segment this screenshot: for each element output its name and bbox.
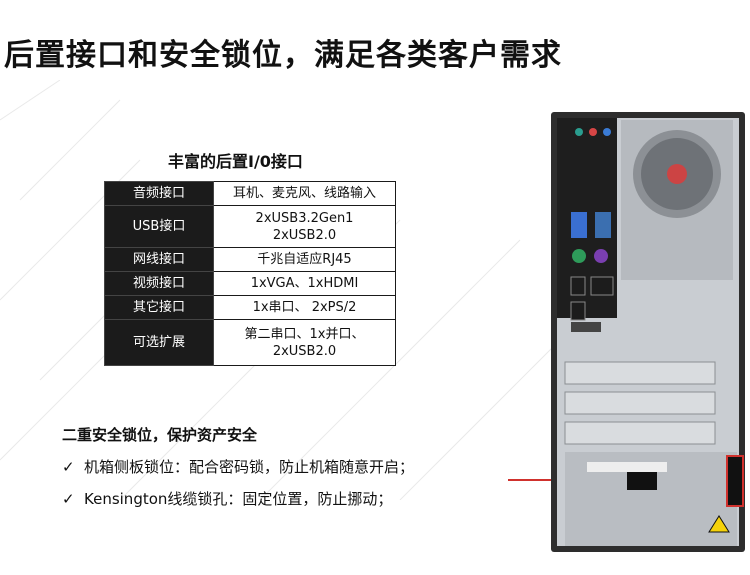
table-row: 其它接口 1x串口、 2xPS/2 xyxy=(104,295,396,320)
table-row: 音频接口 耳机、麦克风、线路输入 xyxy=(104,181,396,206)
row-value: 1xVGA、1xHDMI xyxy=(213,271,396,296)
pc-rear-panel-illustration xyxy=(551,112,745,552)
row-label: 音频接口 xyxy=(104,181,214,206)
row-label: 网线接口 xyxy=(104,247,214,272)
table-row: 视频接口 1xVGA、1xHDMI xyxy=(104,271,396,296)
table-row: 可选扩展 第二串口、1x并口、2xUSB2.0 xyxy=(104,319,396,366)
row-label: 其它接口 xyxy=(104,295,214,320)
row-value: 第二串口、1x并口、2xUSB2.0 xyxy=(213,319,396,366)
row-value: 1x串口、 2xPS/2 xyxy=(213,295,396,320)
row-value: 千兆自适应RJ45 xyxy=(213,247,396,272)
security-item-text: Kensington线缆锁孔：固定位置，防止挪动； xyxy=(84,490,393,508)
page-headline: 后置接口和安全锁位，满足各类客户需求 xyxy=(4,38,562,73)
security-section-title: 二重安全锁位，保护资产安全 xyxy=(62,426,258,444)
io-section-title: 丰富的后置I/0接口 xyxy=(168,152,303,171)
security-item-text: 机箱侧板锁位：配合密码锁，防止机箱随意开启； xyxy=(84,458,415,476)
security-item: ✓ 机箱侧板锁位：配合密码锁，防止机箱随意开启； xyxy=(62,456,414,477)
checkmark-icon: ✓ xyxy=(62,458,75,476)
row-label: 可选扩展 xyxy=(104,319,214,366)
row-label: 视频接口 xyxy=(104,271,214,296)
row-value: 耳机、麦克风、线路输入 xyxy=(213,181,396,206)
row-label: USB接口 xyxy=(104,205,214,248)
checkmark-icon: ✓ xyxy=(62,490,75,508)
security-item: ✓ Kensington线缆锁孔：固定位置，防止挪动； xyxy=(62,488,392,509)
table-row: 网线接口 千兆自适应RJ45 xyxy=(104,247,396,272)
